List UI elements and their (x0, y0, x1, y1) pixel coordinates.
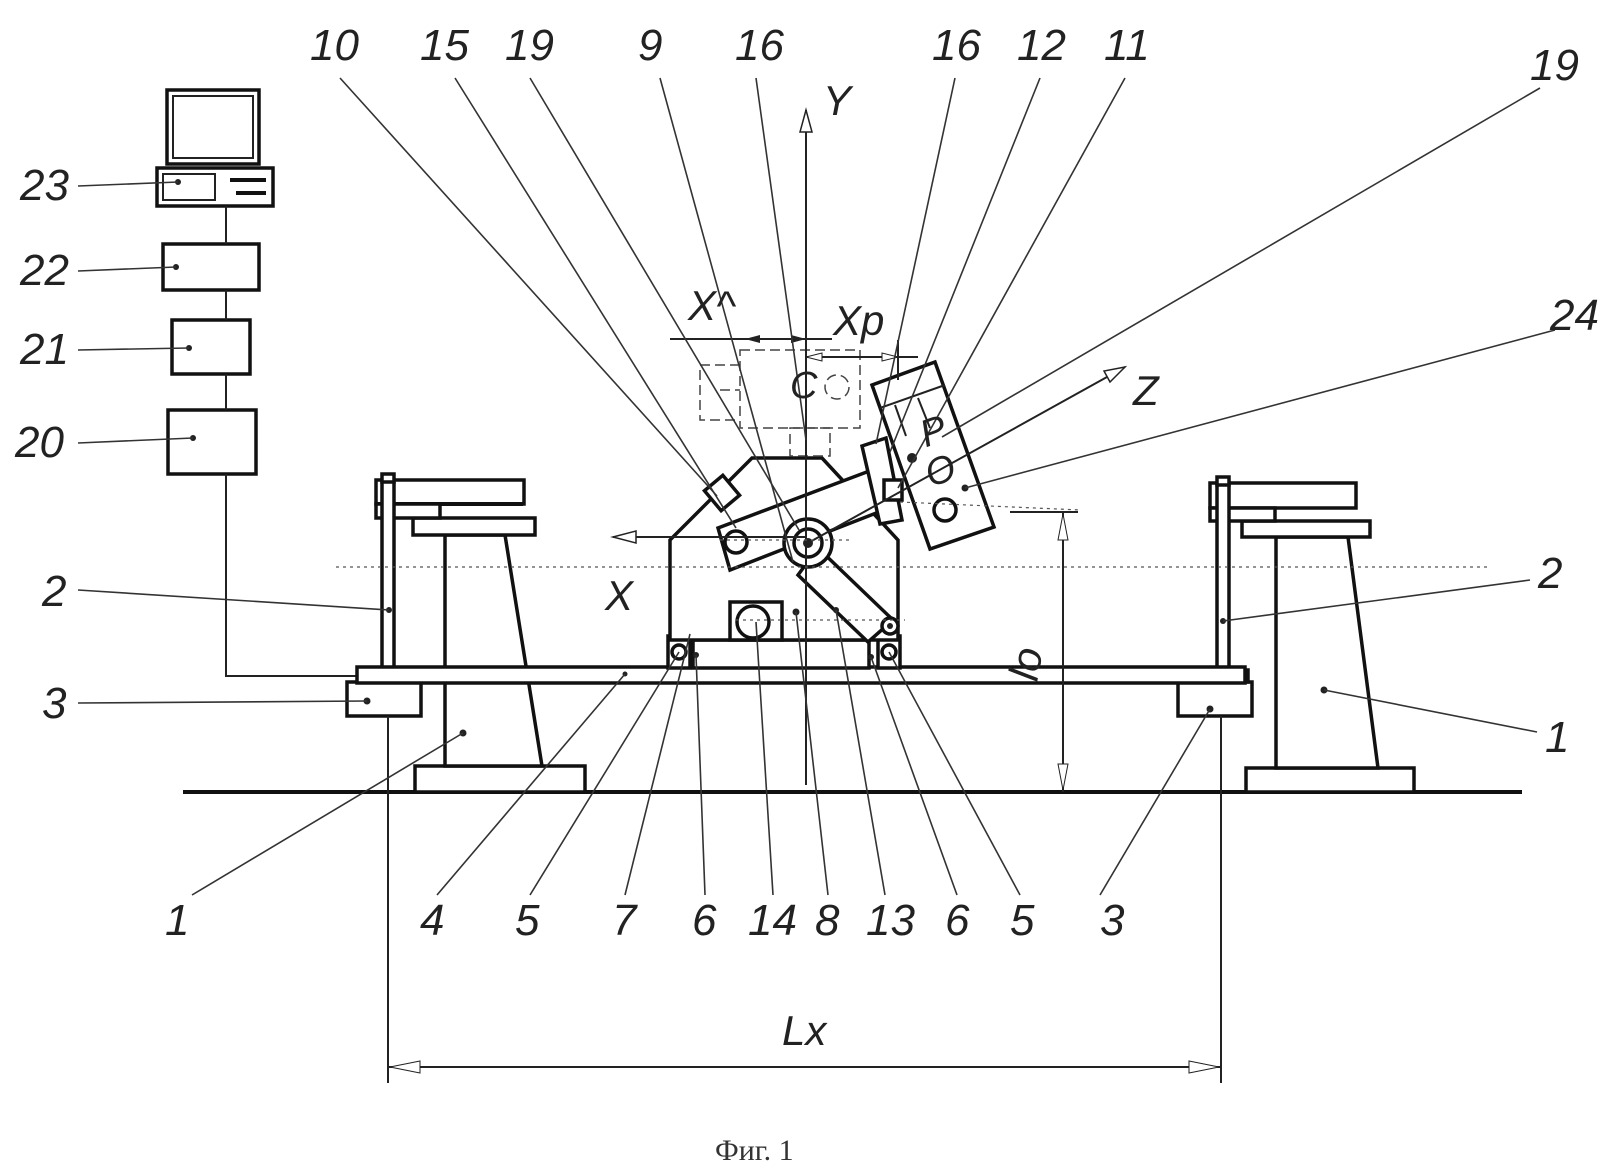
axis-label-z: Z (1132, 367, 1160, 414)
label-l0: lo (1000, 644, 1052, 684)
label-2-left: 2 (41, 567, 66, 616)
label-16-left: 16 (735, 21, 784, 70)
label-15: 15 (420, 21, 469, 70)
figure-caption: Фиг. 1 (715, 1134, 794, 1167)
right-support-1 (1210, 483, 1414, 792)
label-8: 8 (815, 896, 840, 945)
axis-label-y: Y (823, 77, 854, 124)
label-16-right: 16 (932, 21, 981, 70)
label-5-left: 5 (515, 896, 540, 945)
right-rod-2 (1217, 477, 1229, 683)
label-10: 10 (310, 21, 359, 70)
label-24: 24 (1549, 291, 1599, 340)
axis-label-x-lambda: X^ (687, 282, 737, 329)
axis-label-x-p: Xp (832, 297, 884, 344)
label-4: 4 (420, 896, 444, 945)
label-7: 7 (612, 896, 638, 945)
left-support-1 (376, 480, 585, 792)
label-19-left: 19 (505, 21, 554, 70)
label-3-left: 3 (42, 679, 67, 728)
label-14: 14 (748, 896, 797, 945)
label-c: C (790, 365, 818, 407)
label-6-right: 6 (945, 896, 970, 945)
block-20 (168, 410, 256, 474)
label-9: 9 (638, 21, 662, 70)
x-lambda-dimension (670, 335, 832, 343)
axis-label-x: X (604, 572, 635, 619)
label-11: 11 (1104, 21, 1150, 70)
left-rod-2 (382, 474, 394, 684)
label-19-right: 19 (1530, 41, 1579, 90)
label-23: 23 (19, 161, 69, 210)
label-13: 13 (866, 896, 915, 945)
label-1-right: 1 (1545, 713, 1569, 762)
label-6-left: 6 (692, 896, 717, 945)
label-2-right: 2 (1537, 549, 1562, 598)
label-3-bottom: 3 (1100, 896, 1125, 945)
label-12: 12 (1017, 21, 1066, 70)
computer-23 (157, 90, 273, 206)
label-20: 20 (14, 418, 64, 467)
label-22: 22 (19, 246, 69, 295)
label-21: 21 (19, 325, 69, 374)
label-1-bottom: 1 (165, 896, 189, 945)
label-lx: Lx (782, 1007, 828, 1054)
block-21 (172, 320, 250, 374)
label-5-right: 5 (1010, 896, 1035, 945)
block-22 (163, 244, 259, 290)
